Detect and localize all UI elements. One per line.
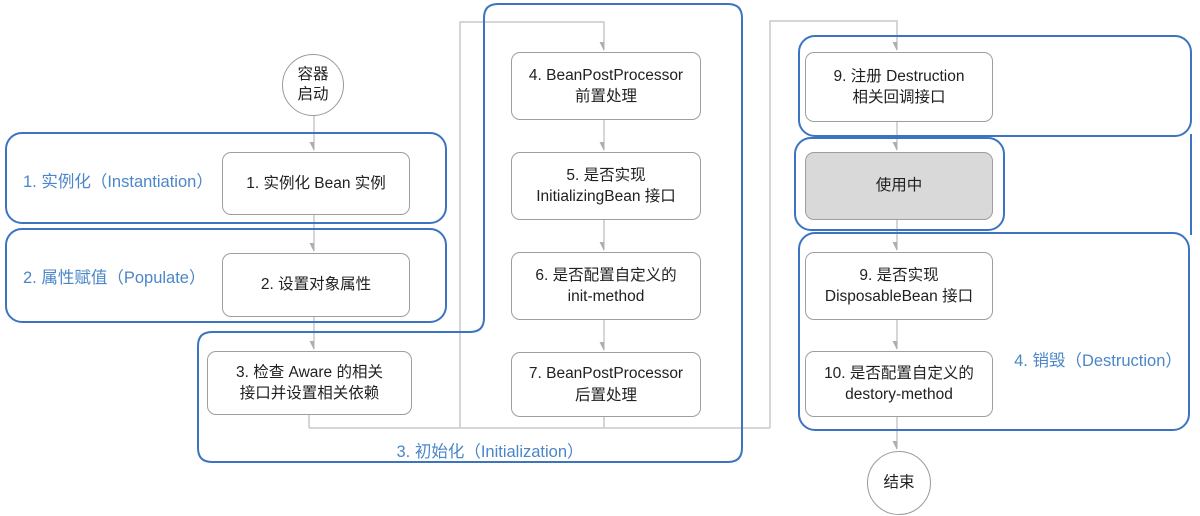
- group-instantiation-outline: [5, 132, 447, 224]
- node-2-set-properties: 2. 设置对象属性: [222, 253, 410, 317]
- group-in-use-outline: [794, 137, 1005, 231]
- node-1-instantiate-bean: 1. 实例化 Bean 实例: [222, 152, 410, 215]
- node-9-text-line2: DisposableBean 接口: [824, 288, 974, 305]
- node-4-text-line2: 前置处理: [574, 88, 637, 105]
- group-destruction-outline: [798, 232, 1190, 431]
- start-label-line2: 启动: [297, 86, 329, 103]
- node-5-text-line2: InitializingBean 接口: [536, 188, 676, 205]
- node-8-text-line1: 9. 注册 Destruction: [833, 67, 965, 85]
- node-4-text-line1: 4. BeanPostProcessor: [528, 66, 684, 84]
- node-7-beanpostprocessor-after: 7. BeanPostProcessor 后置处理: [511, 352, 701, 417]
- group-label-populate: 2. 属性赋值（Populate）: [23, 269, 206, 287]
- node-6-text-line2: init-method: [567, 288, 645, 305]
- end-label: 结束: [883, 473, 915, 491]
- end-circle-node: 结束: [867, 451, 931, 515]
- node-in-use: 使用中: [805, 152, 993, 220]
- start-label-line1: 容器: [297, 65, 329, 83]
- group-initialization-outline: [197, 3, 743, 463]
- node-2-text: 2. 设置对象属性: [260, 276, 372, 294]
- node-7-text-line2: 后置处理: [574, 386, 637, 404]
- node-5-initializingbean: 5. 是否实现 InitializingBean 接口: [511, 152, 701, 220]
- node-6-init-method: 6. 是否配置自定义的 init-method: [511, 252, 701, 320]
- node-9-disposablebean: 9. 是否实现 DisposableBean 接口: [805, 252, 993, 320]
- node-3-check-aware: 3. 检查 Aware 的相关 接口并设置相关依赖: [207, 351, 412, 415]
- node-10-text-line2: destory-method: [845, 386, 953, 403]
- node-8-register-destruction-callbacks: 9. 注册 Destruction 相关回调接口: [805, 52, 993, 122]
- group-label-instantiation: 1. 实例化（Instantiation）: [23, 173, 213, 191]
- group-label-destruction: 4. 销毁（Destruction）: [1014, 352, 1182, 370]
- node-10-text-line1: 10. 是否配置自定义的: [824, 364, 974, 382]
- node-6-text-line1: 6. 是否配置自定义的: [535, 266, 677, 284]
- elbow-to-box4: [459, 21, 605, 428]
- group-populate-outline: [5, 228, 447, 323]
- node-3-text-line2: 接口并设置相关依赖: [239, 385, 380, 402]
- node-in-use-text: 使用中: [875, 177, 923, 195]
- group-register-destruction-outline: [798, 35, 1192, 137]
- start-circle-node: 容器 启动: [282, 54, 344, 116]
- node-8-text-line2: 相关回调接口: [852, 89, 946, 106]
- node-3-text-line1: 3. 检查 Aware 的相关: [235, 363, 383, 381]
- node-1-text: 1. 实例化 Bean 实例: [246, 174, 386, 192]
- node-4-beanpostprocessor-before: 4. BeanPostProcessor 前置处理: [511, 52, 701, 120]
- node-9-text-line1: 9. 是否实现: [859, 266, 939, 284]
- node-5-text-line1: 5. 是否实现: [566, 166, 646, 184]
- group-label-initialization: 3. 初始化（Initialization）: [396, 443, 584, 461]
- node-7-text-line1: 7. BeanPostProcessor: [528, 365, 684, 383]
- node-10-destroy-method: 10. 是否配置自定义的 destory-method: [805, 351, 993, 417]
